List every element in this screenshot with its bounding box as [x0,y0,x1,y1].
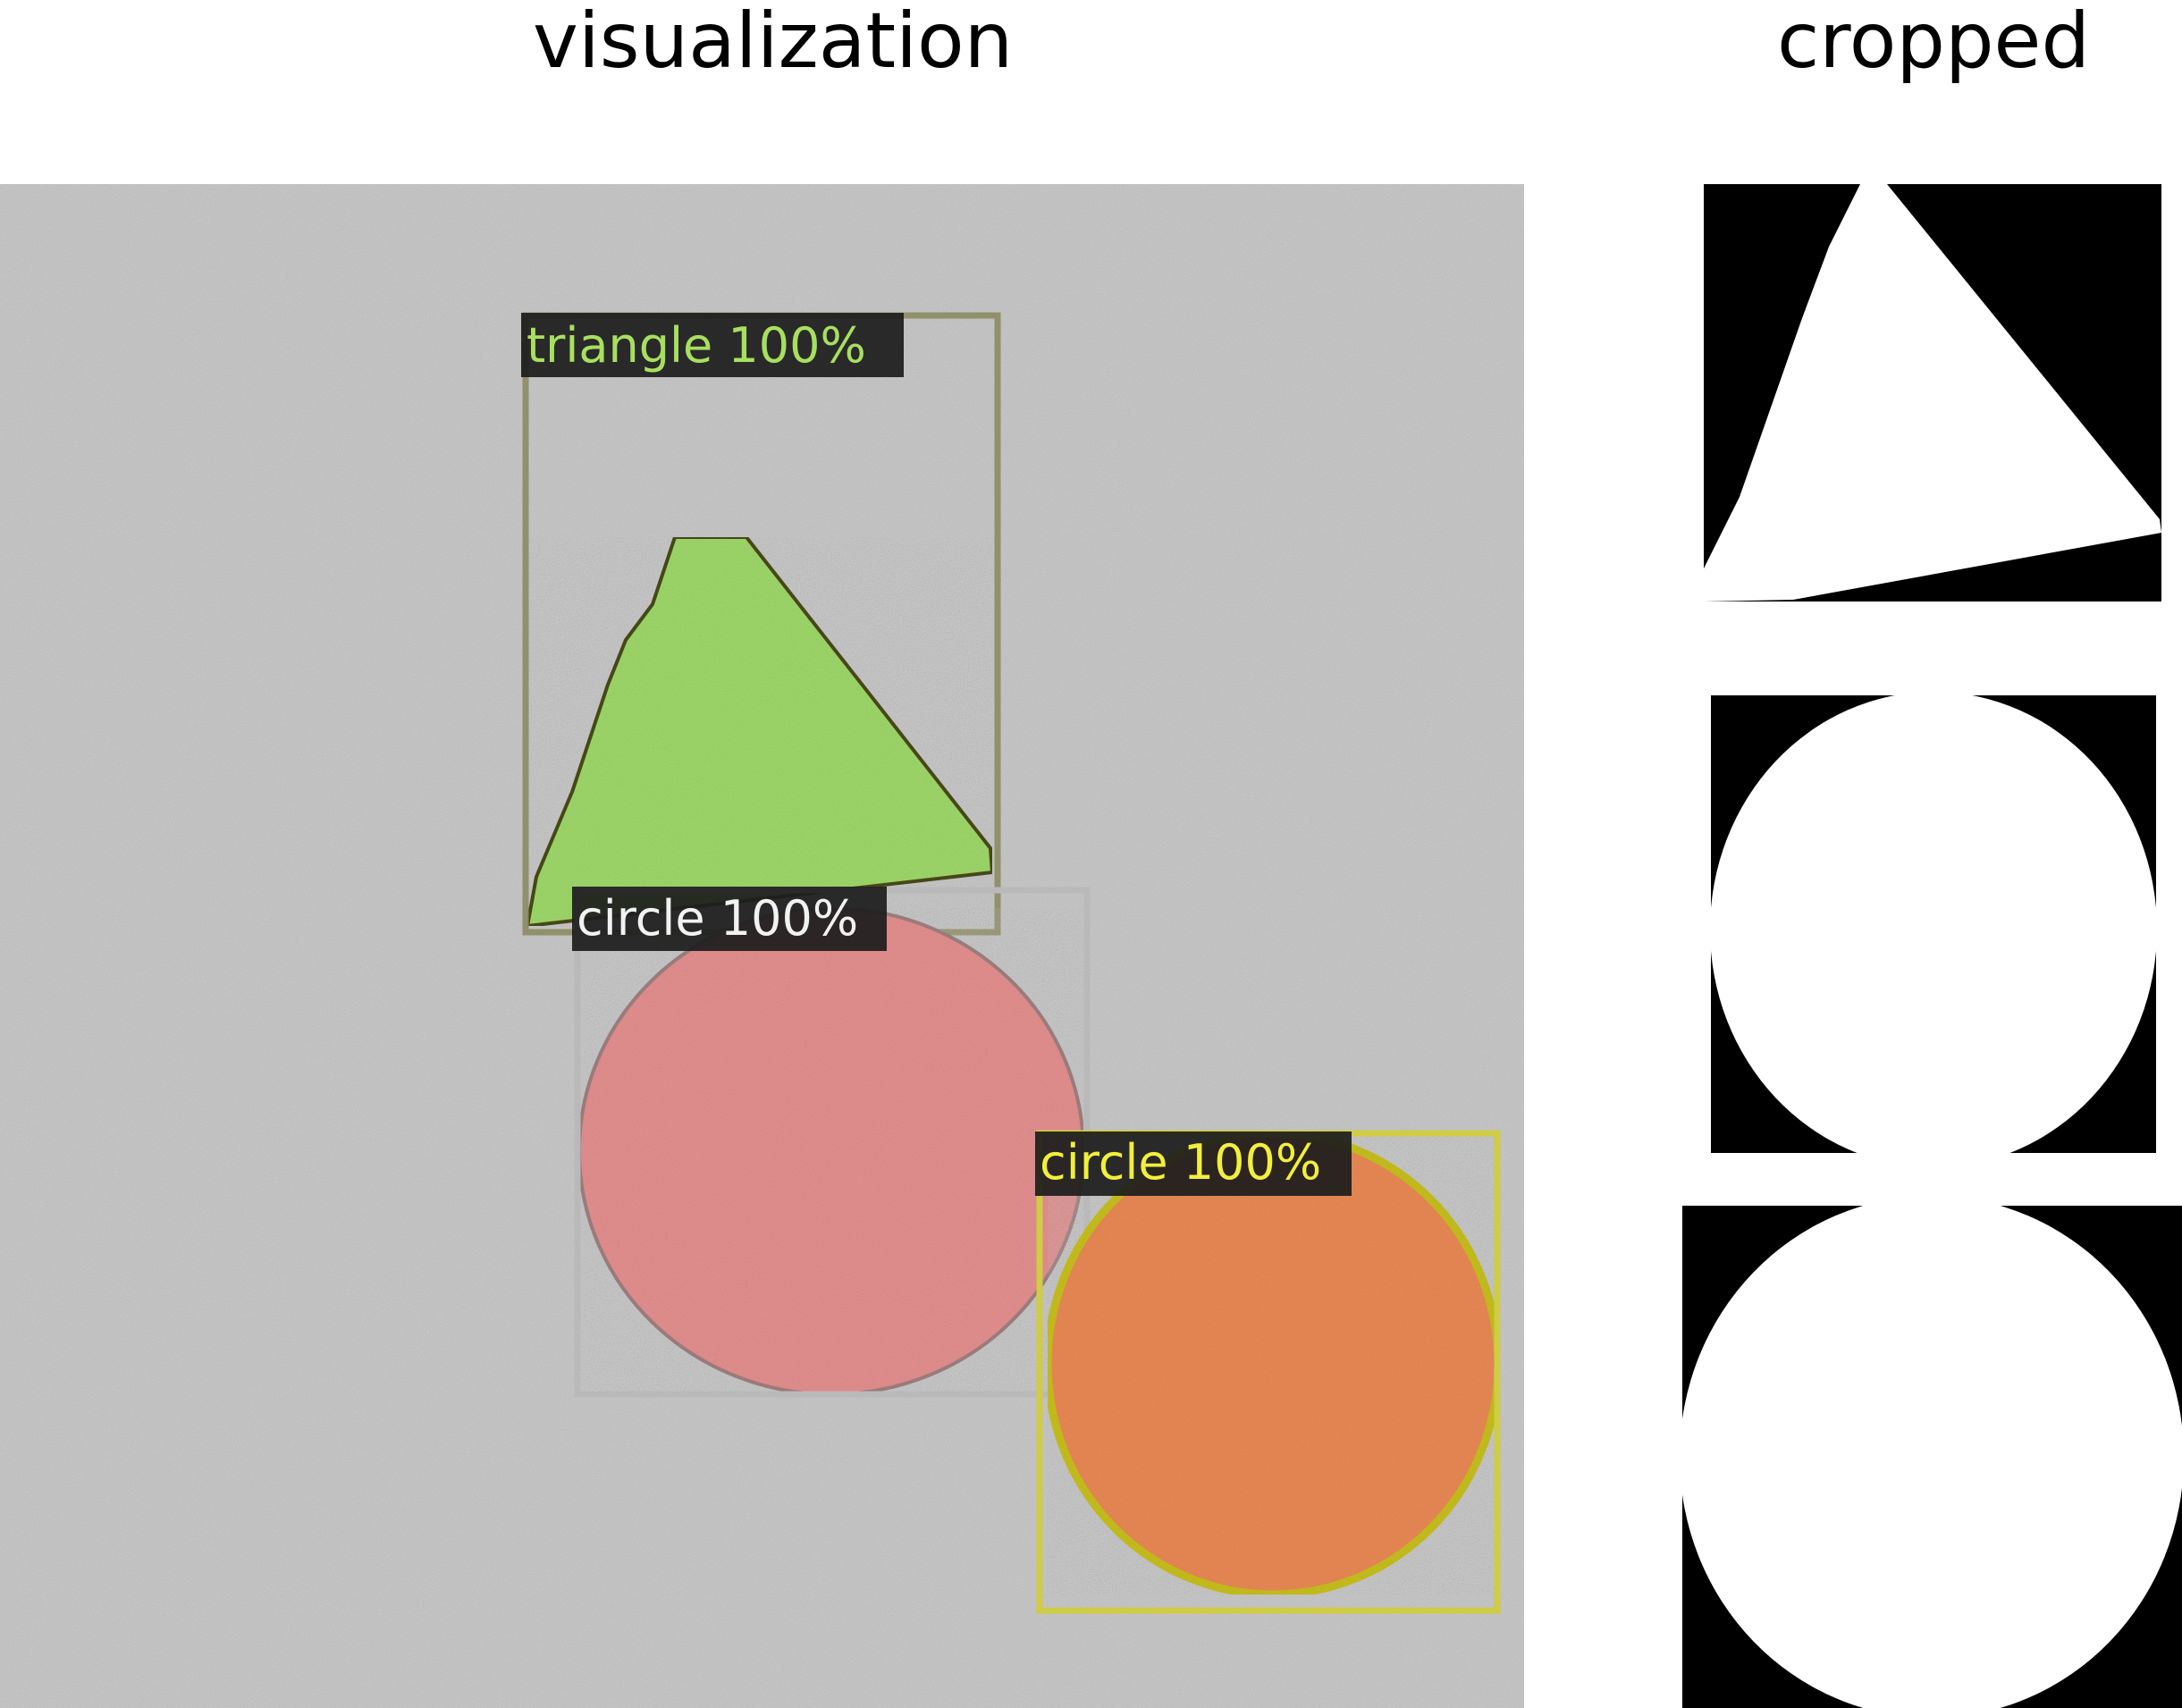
triangle-label-box [521,313,904,377]
visualization-image: triangle 100% circle 100% circle 100% [0,184,1524,1708]
detection-circle-1: circle 100% [572,887,1091,1398]
triangle-mask [525,535,995,929]
cropped-heading: cropped [1777,0,2091,86]
circle-1-label-box [572,887,887,951]
cropped-mask-circle-2 [1682,1206,2182,1708]
circle-1-mask [577,906,1085,1396]
triangle-label-text: triangle 100% [527,317,866,374]
circle-mask-shape [1682,1206,2182,1708]
circle-2-label-text: circle 100% [1040,1134,1321,1191]
circle-2-mask [1043,1129,1503,1599]
detection-circle-2: circle 100% [1035,1129,1503,1614]
circle-1-label-text: circle 100% [577,890,858,947]
cropped-mask-triangle [1704,184,2161,602]
circle-2-label-box [1035,1132,1352,1196]
detection-triangle: triangle 100% [521,312,1001,936]
cropped-mask-circle-1 [1711,695,2156,1153]
visualization-heading: visualization [533,0,1014,86]
circle-mask-shape [1711,695,2156,1153]
triangle-mask-shape [1704,184,2161,602]
